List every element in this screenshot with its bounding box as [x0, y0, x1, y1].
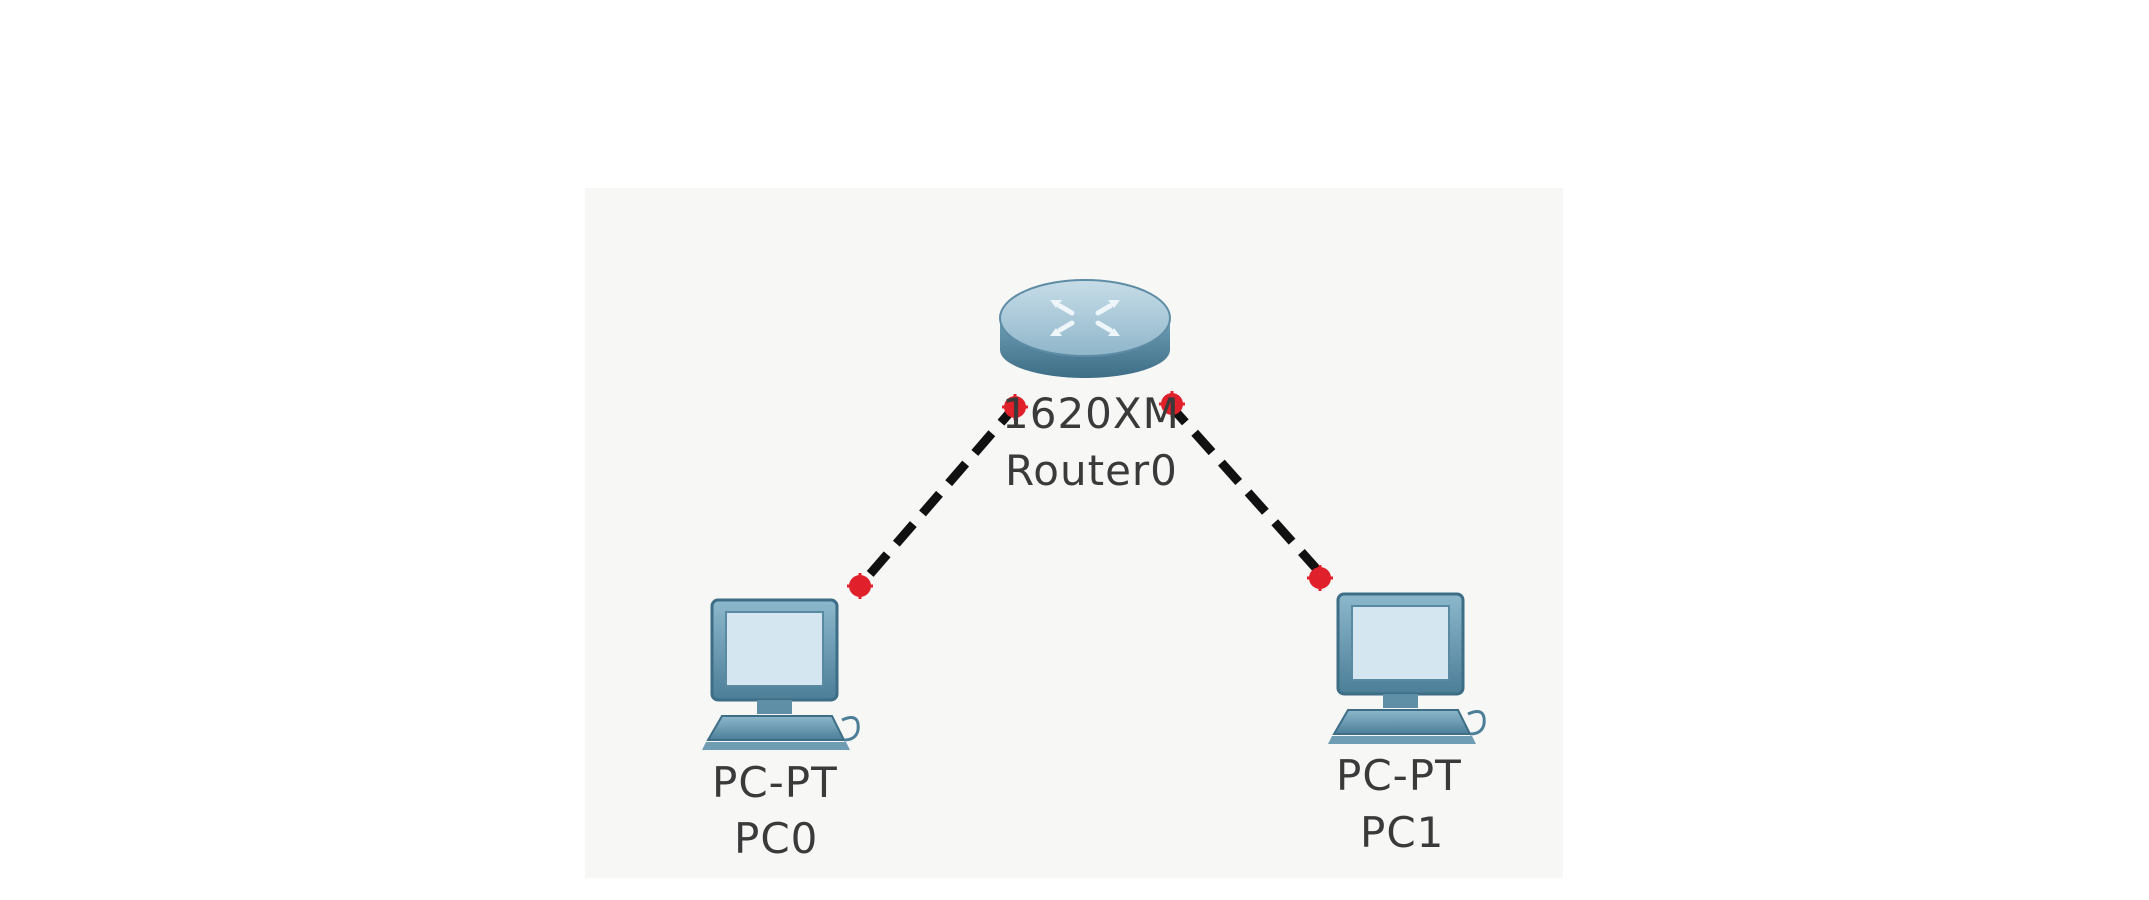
router-model-label: 1620XM [1002, 389, 1180, 438]
port-indicator-pc0 [847, 573, 873, 599]
link-router-pc1[interactable] [1164, 399, 1326, 579]
pc0-name-label: PC0 [734, 814, 819, 863]
link-router-pc0[interactable] [854, 400, 1022, 591]
router-icon[interactable] [999, 279, 1171, 378]
pc1-name-label: PC1 [1360, 808, 1445, 857]
pc0-model-label: PC-PT [712, 758, 838, 807]
port-indicator-router-pc1 [1159, 391, 1185, 417]
port-indicator-router-pc0 [1002, 394, 1028, 420]
pc0-icon[interactable] [702, 598, 860, 750]
pc1-model-label: PC-PT [1336, 751, 1462, 800]
port-indicator-pc1 [1307, 565, 1333, 591]
pc1-icon[interactable] [1328, 592, 1486, 744]
router-name-label: Router0 [1005, 446, 1178, 495]
